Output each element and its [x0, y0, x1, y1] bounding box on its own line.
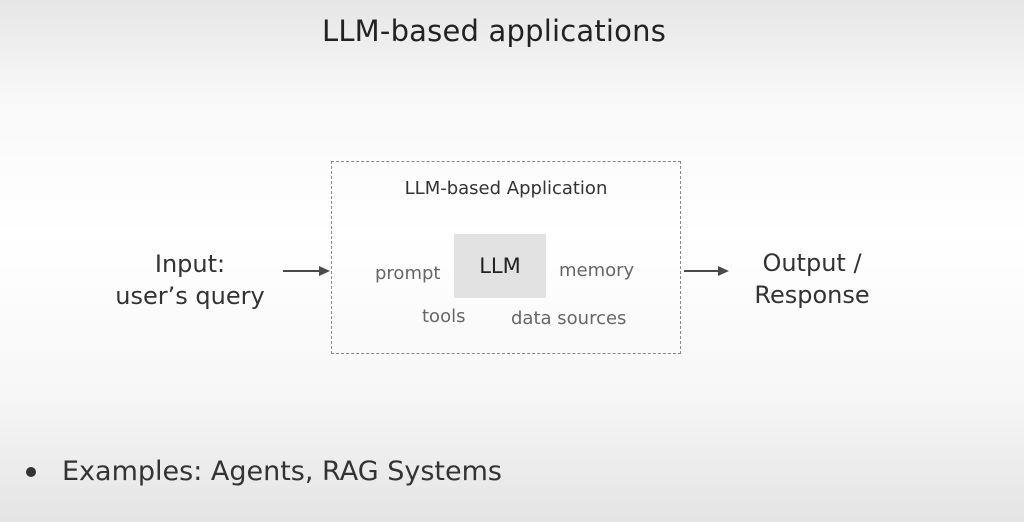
slide-title: LLM-based applications — [321, 14, 667, 48]
output-label: Output / Response — [732, 247, 892, 311]
input-label-line2: user’s query — [115, 282, 265, 310]
application-title: LLM-based Application — [404, 178, 608, 199]
llm-core-label: LLM — [479, 254, 521, 278]
bullet-item: Examples: Agents, RAG Systems — [26, 456, 502, 487]
output-arrow — [684, 266, 729, 276]
input-label: Input: user’s query — [100, 248, 280, 312]
bullet-dot-icon — [26, 466, 36, 477]
component-memory: memory — [559, 260, 635, 281]
output-label-line1: Output / — [762, 249, 862, 277]
component-data-sources: data sources — [511, 308, 627, 329]
bullet-text: Examples: Agents, RAG Systems — [62, 456, 502, 487]
llm-core-block: LLM — [454, 234, 546, 298]
component-tools: tools — [422, 306, 466, 327]
llm-application-box: LLM-based Application LLM prompt memory … — [331, 161, 681, 354]
input-arrow — [283, 266, 330, 276]
input-label-line1: Input: — [154, 250, 226, 278]
output-label-line2: Response — [754, 281, 870, 309]
component-prompt: prompt — [375, 263, 441, 284]
